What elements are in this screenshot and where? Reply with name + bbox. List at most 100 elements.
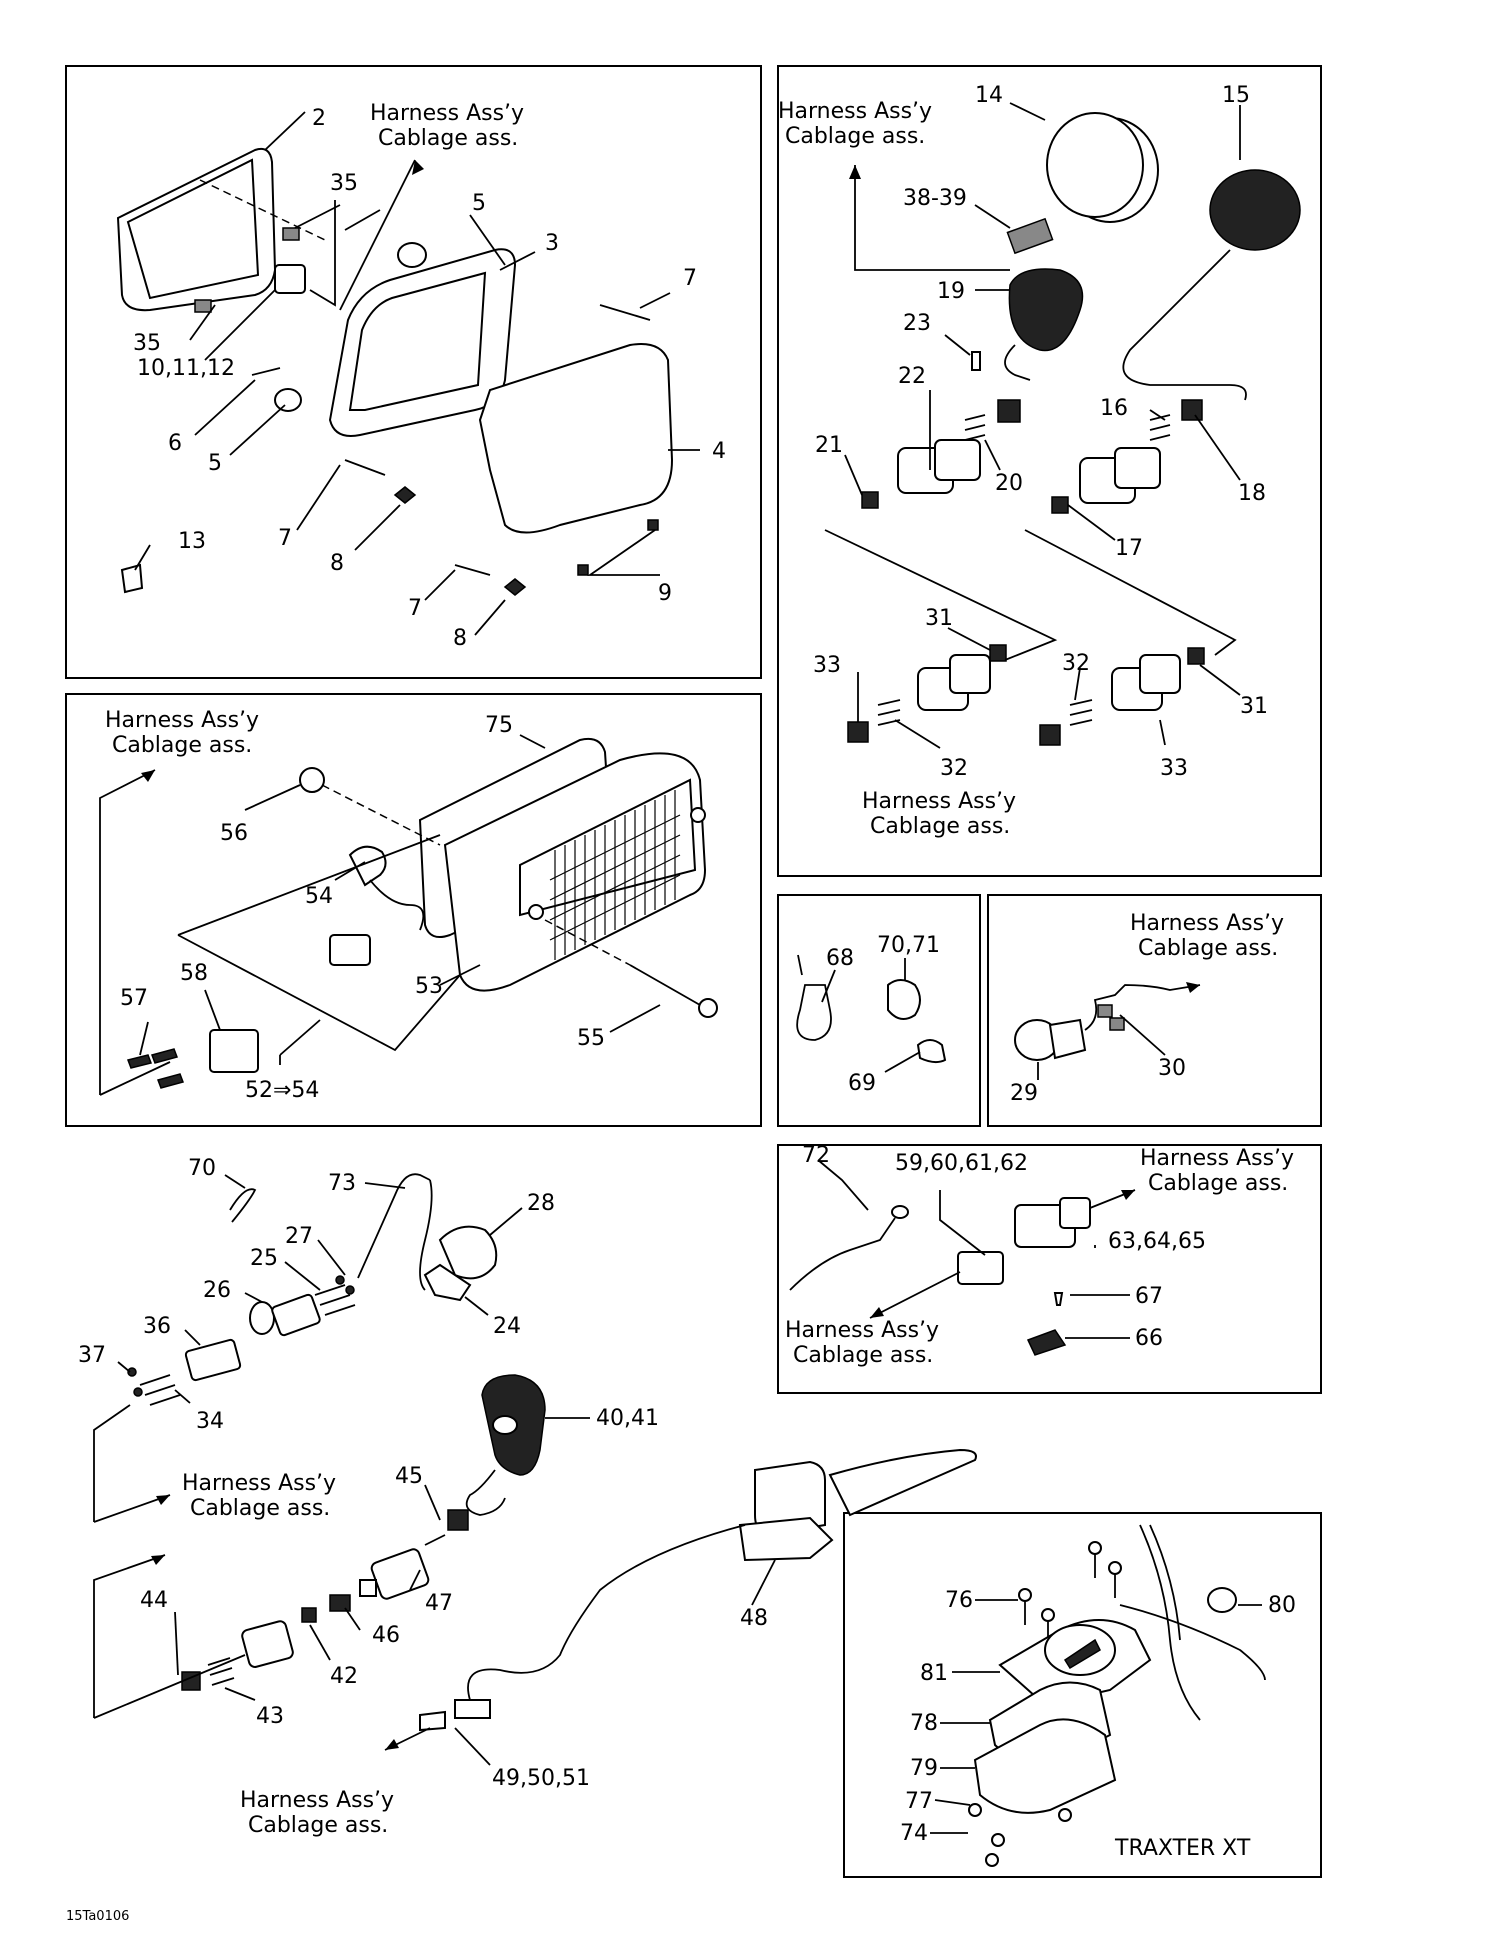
part-label: 25 (250, 1246, 278, 1271)
harness-label-4-line2: Cablage ass. (112, 733, 252, 758)
part-label: 69 (848, 1071, 876, 1096)
part-label: 67 (1135, 1284, 1163, 1309)
part-label: 40,41 (596, 1406, 659, 1431)
lock-21 (861, 491, 879, 509)
headlamp-lens (126, 158, 260, 300)
harness-label-8-line1: Harness Ass’y (182, 1471, 336, 1496)
figure-code: 15Ta0106 (66, 1909, 129, 1924)
harness-label-9-line2: Cablage ass. (248, 1813, 388, 1838)
part-label: 72 (802, 1143, 830, 1168)
harness-label-6-line1: Harness Ass’y (1140, 1146, 1294, 1171)
part-label: 21 (815, 433, 843, 458)
part-label: 34 (196, 1409, 224, 1434)
switch-drawing (1014, 982, 1201, 1080)
part-label: 18 (1238, 481, 1266, 506)
part-label: 44 (140, 1588, 168, 1613)
panel-connector-frame (777, 1144, 1322, 1394)
part-label: 7 (408, 596, 422, 621)
lock-42 (301, 1607, 317, 1623)
part-label: 8 (453, 626, 467, 651)
part-label: 42 (330, 1664, 358, 1689)
part-label: 27 (285, 1224, 313, 1249)
part-label: 20 (995, 471, 1023, 496)
cable-tie-68 (796, 984, 832, 1041)
part-label: 56 (220, 821, 248, 846)
traxter-drawing (930, 1524, 1266, 1867)
connector-36 (184, 1338, 242, 1382)
nuts-74 (968, 1803, 1072, 1867)
part-label: 77 (905, 1789, 933, 1814)
bulb-socket (274, 264, 306, 294)
plate-79 (973, 1718, 1117, 1814)
harness-label-4-line1: Harness Ass’y (105, 708, 259, 733)
ties-drawing (796, 954, 947, 1073)
part-label: 32 (940, 756, 968, 781)
part-label: 46 (372, 1623, 400, 1648)
part-label: 70,71 (877, 933, 940, 958)
connector-44 (241, 1620, 294, 1668)
master-cylinder-48 (754, 1460, 826, 1537)
taillight-grille (549, 790, 681, 960)
part-label: 53 (415, 974, 443, 999)
seal-33-left (847, 721, 869, 743)
socket-connector (329, 934, 371, 966)
part-label: 55 (577, 1026, 605, 1051)
terminals-34 (139, 1374, 181, 1406)
part-label: 68 (826, 946, 854, 971)
part-label: 22 (898, 364, 926, 389)
switch-wires-49-51 (419, 1710, 446, 1732)
harness-label-7-line2: Cablage ass. (793, 1343, 933, 1368)
terminals-43 (207, 1657, 235, 1686)
part-label: 48 (740, 1606, 768, 1631)
seal-45 (447, 1509, 469, 1531)
part-label: 79 (910, 1756, 938, 1781)
tie-70 (229, 1188, 257, 1223)
part-label: 31 (1240, 694, 1268, 719)
lock-17 (1051, 496, 1069, 514)
part-label: 81 (920, 1661, 948, 1686)
plug-59-62 (957, 1251, 1004, 1285)
connector-drawing (789, 1159, 1136, 1356)
seal-22 (997, 399, 1021, 423)
panel-gauges-frame (777, 65, 1322, 877)
part-label: 28 (527, 1191, 555, 1216)
part-label: 35 (133, 331, 161, 356)
part-label: 49,50,51 (492, 1766, 590, 1791)
harness-label-3-line1: Harness Ass’y (862, 789, 1016, 814)
seal-33-right (1039, 724, 1061, 746)
terminals-57 (127, 1048, 184, 1089)
part-label: 74 (900, 1821, 928, 1846)
panel-switch-frame (987, 894, 1322, 1127)
headlight-drawing (116, 111, 700, 636)
part-label: 30 (1158, 1056, 1186, 1081)
part-label: 14 (975, 83, 1003, 108)
connector-26 (271, 1293, 321, 1337)
part-label: 5 (472, 191, 486, 216)
nut-56 (299, 767, 325, 793)
screw-67 (1053, 1292, 1064, 1306)
part-label: 4 (712, 439, 726, 464)
clip-35-bottom (194, 299, 212, 313)
connector-38-39 (1006, 217, 1054, 255)
part-label: 5 (208, 451, 222, 476)
part-label: 78 (910, 1711, 938, 1736)
clip-13 (120, 563, 144, 594)
panel-traxter-frame (843, 1512, 1322, 1878)
terminal-30-a (1097, 1004, 1113, 1018)
grommet-5-top (397, 242, 427, 268)
part-label: 47 (425, 1591, 453, 1616)
screw-9-b (647, 519, 659, 531)
part-label: 80 (1268, 1593, 1296, 1618)
part-label: 37 (78, 1343, 106, 1368)
part-label: 75 (485, 713, 513, 738)
harness-label-3-line2: Cablage ass. (870, 814, 1010, 839)
terminals-16 (1149, 414, 1171, 441)
panel-ties-frame (777, 894, 981, 1127)
brake-lever (828, 1448, 977, 1517)
harness-label-1-line1: Harness Ass’y (370, 101, 524, 126)
screw-55 (629, 964, 701, 1006)
harness-label-2-line2: Cablage ass. (785, 124, 925, 149)
terminals-20 (964, 414, 986, 441)
part-label: 38-39 (903, 186, 967, 211)
